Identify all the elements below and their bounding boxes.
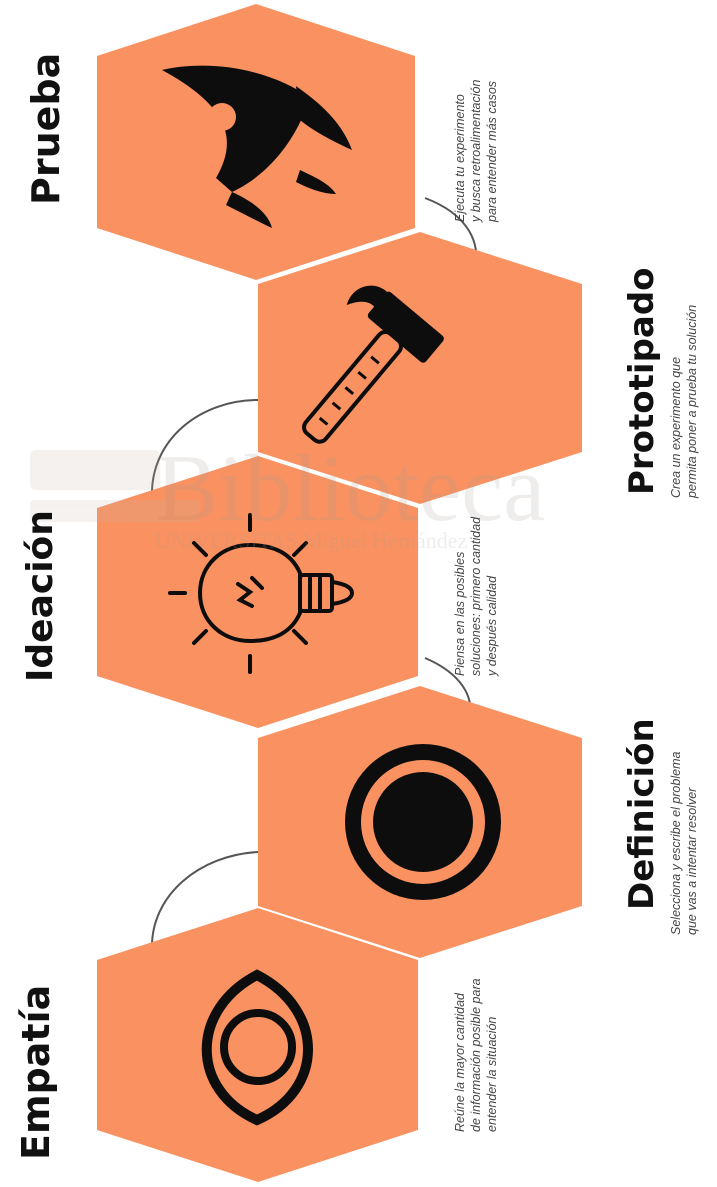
desc-line: y busca retroalimentación — [469, 79, 483, 222]
desc-definicion: Selecciona y escribe el problema que vas… — [668, 752, 700, 935]
desc-line: Ejecuta tu experimento — [453, 94, 467, 222]
hexagon-empatia — [97, 908, 418, 1182]
title-prototipado: Prototipado — [622, 267, 662, 495]
desc-prueba: Ejecuta tu experimento y busca retroalim… — [452, 80, 500, 222]
desc-line: soluciones: primero cantidad — [469, 516, 483, 676]
hammer-icon — [302, 285, 444, 444]
desc-line: Selecciona y escribe el problema — [669, 751, 683, 935]
target-icon — [345, 744, 501, 900]
hexagon-ideacion — [97, 456, 418, 728]
lightbulb-icon — [168, 513, 355, 674]
connector-definicion-empatia — [150, 851, 259, 951]
connector-prototipado-ideacion — [150, 399, 259, 498]
desc-line: Reúne la mayor cantidad — [453, 993, 467, 1132]
title-definicion: Definición — [622, 718, 662, 910]
desc-line: permita poner a prueba tu solución — [685, 304, 699, 498]
desc-line: Piensa en las posibles — [453, 551, 467, 676]
desc-line: para entender más casos — [485, 80, 499, 222]
title-prueba: Prueba — [24, 52, 68, 205]
hexagon-prototipado — [258, 232, 582, 504]
desc-prototipado: Crea un experimento que permita poner a … — [668, 305, 700, 498]
rocket-icon — [162, 65, 352, 228]
desc-line: Crea un experimento que — [669, 356, 683, 498]
desc-ideacion: Piensa en las posibles soluciones: prime… — [452, 517, 500, 676]
desc-line: entender la situación — [485, 1016, 499, 1132]
eye-icon — [201, 969, 313, 1126]
desc-empatia: Reúne la mayor cantidad de información p… — [452, 978, 500, 1132]
desc-line: y después calidad — [485, 575, 499, 676]
desc-line: que vas a intentar resolver — [685, 787, 699, 935]
title-ideacion: Ideación — [20, 510, 61, 682]
desc-line: de información posible para — [469, 978, 483, 1132]
title-empatia: Empatía — [14, 984, 58, 1160]
